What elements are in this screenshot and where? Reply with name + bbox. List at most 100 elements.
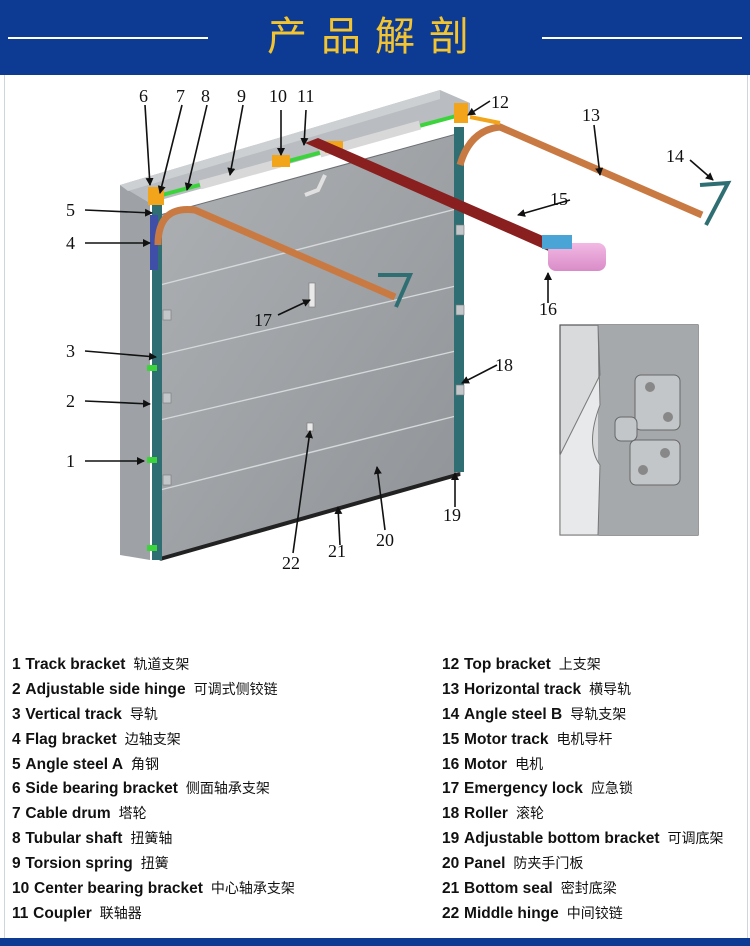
motor-track-shape (305, 138, 575, 257)
legend-num: 7 (12, 805, 21, 823)
legend-num: 18 (442, 805, 460, 823)
callout-13: 13 (582, 105, 600, 125)
legend-zh: 上支架 (558, 657, 601, 673)
legend-en: Top bracket (464, 656, 551, 673)
hinge-detail-inset (559, 324, 699, 536)
legend-zh: 扭簧轴 (130, 831, 173, 848)
legend-en: Motor (464, 755, 508, 773)
legend-zh: 横导轨 (589, 681, 632, 698)
callout-5: 5 (66, 200, 75, 220)
legend-en: Adjustable bottom bracket (464, 830, 660, 848)
legend-item: 8 Tubular shaft 扭簧轴 (12, 826, 295, 851)
legend-zh: 塔轮 (118, 806, 147, 823)
callout-14: 14 (666, 146, 684, 166)
garage-door-diagram: 1 2 3 4 5 6 7 8 9 10 11 12 13 14 15 16 1… (66, 86, 732, 573)
callout-arrows (84, 100, 714, 554)
legend-num: 2 (12, 680, 21, 698)
door-panel (159, 132, 461, 561)
footer-bar (0, 938, 750, 946)
legend-zh: 中间铰链 (566, 905, 623, 922)
legend-zh: 防夹手门板 (513, 856, 584, 873)
legend-num: 1 (12, 656, 21, 673)
callout-16: 16 (539, 299, 557, 319)
legend-en: Angle steel A (25, 755, 124, 773)
legend-item: 20 Panel 防夹手门板 (442, 851, 724, 876)
callout-1: 1 (66, 451, 75, 471)
callout-18: 18 (495, 355, 513, 375)
legend-num: 15 (442, 730, 460, 748)
legend-num: 12 (442, 656, 460, 673)
legend-zh: 电机导杆 (556, 731, 613, 748)
legend-zh: 应急锁 (590, 781, 633, 798)
legend-num: 22 (442, 904, 460, 922)
legend-num: 21 (442, 880, 460, 898)
legend-zh: 扭簧 (140, 856, 169, 873)
legend-zh: 联轴器 (99, 905, 142, 922)
legend-en: Motor track (464, 730, 549, 748)
legend-en: Adjustable side hinge (25, 680, 186, 698)
callout-labels: 1 2 3 4 5 6 7 8 9 10 11 12 13 14 15 16 1… (66, 86, 684, 573)
legend-en: Cable drum (25, 805, 111, 823)
legend-num: 8 (12, 830, 21, 848)
legend-zh: 角钢 (131, 756, 160, 773)
content-frame (4, 75, 748, 941)
callout-3: 3 (66, 341, 75, 361)
legend-num: 9 (12, 855, 21, 873)
legend-item: 7 Cable drum 塔轮 (12, 801, 295, 826)
callout-12: 12 (491, 92, 509, 112)
legend-en: Middle hinge (464, 904, 559, 922)
legend-zh: 密封底梁 (560, 881, 617, 898)
legend-num: 10 (12, 880, 30, 898)
callout-4: 4 (66, 233, 75, 253)
legend-item: 21 Bottom seal 密封底梁 (442, 876, 724, 901)
callout-11: 11 (297, 86, 314, 106)
header-banner: 产品解剖 (0, 0, 750, 75)
wall-frame (120, 90, 470, 560)
legend-item: 12 Top bracket 上支架 (442, 652, 724, 677)
legend-en: Vertical track (25, 705, 122, 723)
legend-en: Flag bracket (25, 730, 117, 748)
legend-zh: 可调底架 (667, 831, 724, 848)
legend-num: 16 (442, 755, 460, 773)
legend-en: Bottom seal (464, 880, 553, 898)
legend-num: 20 (442, 855, 460, 873)
legend-num: 14 (442, 705, 460, 723)
legend-zh: 边轴支架 (124, 731, 181, 748)
legend-en: Angle steel B (464, 705, 563, 723)
legend-zh: 导轨 (129, 706, 158, 723)
legend-zh: 侧面轴承支架 (185, 781, 270, 798)
callout-7: 7 (176, 86, 185, 106)
legend-en: Horizontal track (464, 680, 582, 698)
legend-item: 13 Horizontal track 横导轨 (442, 677, 724, 702)
legend-item: 5 Angle steel A 角钢 (12, 752, 295, 777)
header-rule-right (542, 37, 742, 39)
legend-en: Roller (464, 805, 508, 823)
legend-zh: 中心轴承支架 (210, 881, 295, 898)
callout-8: 8 (201, 86, 210, 106)
legend-right: 12 Top bracket 上支架 13 Horizontal track 横导轨… (442, 652, 724, 926)
legend-num: 13 (442, 680, 460, 698)
legend-num: 5 (12, 755, 21, 773)
legend-en: Panel (464, 855, 506, 873)
legend-num: 6 (12, 780, 21, 798)
emergency-lock-shape (308, 282, 316, 308)
bottom-seal-shape (159, 472, 461, 561)
callout-9: 9 (237, 86, 246, 106)
legend-item: 22 Middle hinge 中间铰链 (442, 901, 724, 926)
horizontal-tracks (154, 115, 704, 301)
motor-shape (542, 235, 606, 271)
legend-en: Tubular shaft (25, 830, 123, 848)
callout-17: 17 (254, 310, 272, 330)
legend-num: 17 (442, 780, 460, 798)
